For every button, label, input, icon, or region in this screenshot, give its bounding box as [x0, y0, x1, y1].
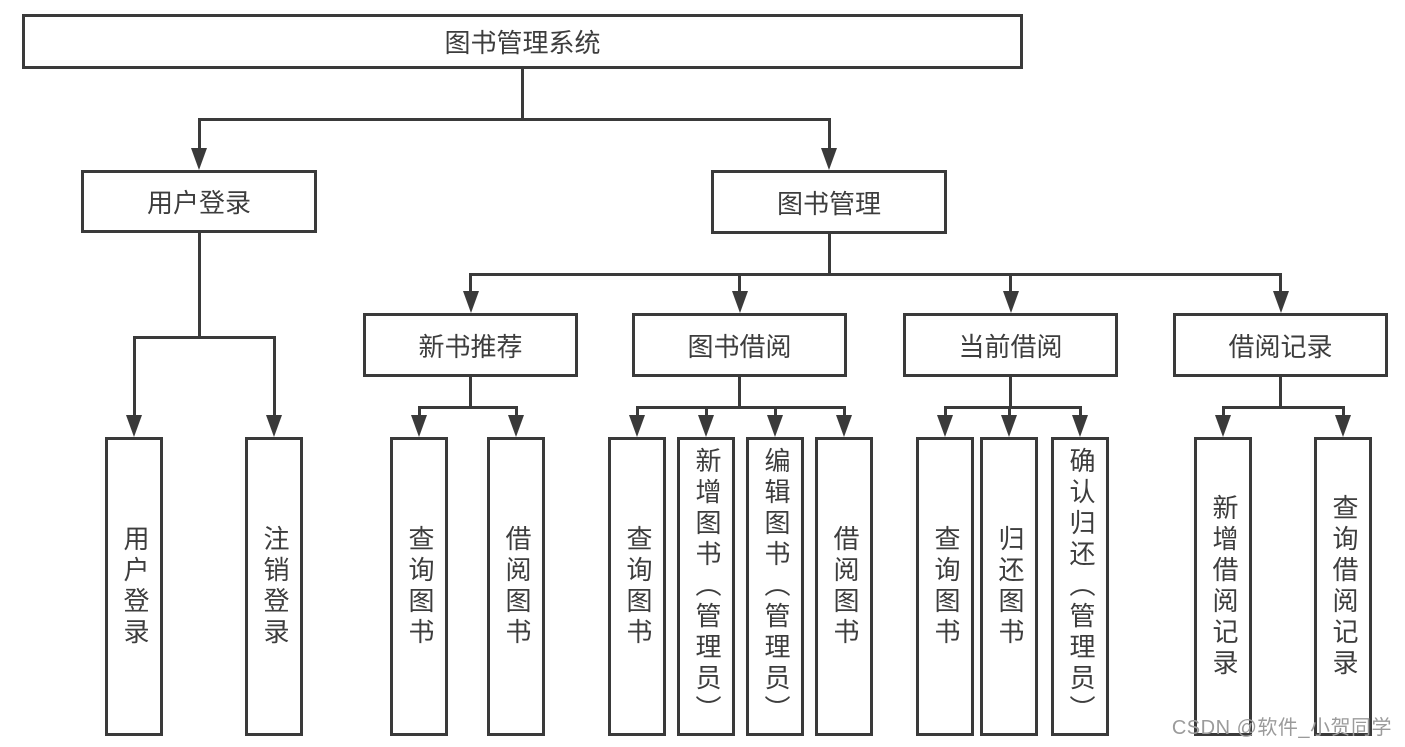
- node-leaf-return: 归还图书: [980, 437, 1038, 736]
- arrowhead-down-icon-records: [1272, 291, 1289, 313]
- node-leaf-confirm: 确认归还（管理员）: [1051, 437, 1109, 736]
- arrowhead-down-icon-leaf-query-3: [937, 415, 953, 437]
- connector-drop-leaf-query-3: [943, 406, 947, 417]
- arrowhead-down-icon-leaf-query-rec: [1335, 415, 1351, 437]
- arrowhead-down-icon-borrow: [731, 291, 748, 313]
- arrowhead-down-icon-mgmt: [821, 148, 837, 170]
- connector-drop-leaf-query-rec: [1341, 406, 1345, 417]
- connector-drop-login: [197, 118, 201, 150]
- node-leaf-add-book: 新增图书（管理员）: [677, 437, 735, 736]
- node-leaf-query-1: 查询图书: [390, 437, 448, 736]
- arrowhead-down-icon-current: [1002, 291, 1019, 313]
- node-label: 用户登录: [119, 524, 150, 649]
- node-leaf-query-rec: 查询借阅记录: [1314, 437, 1372, 736]
- arrowhead-down-icon-login: [191, 148, 207, 170]
- node-label: 查询图书: [930, 524, 961, 649]
- node-leaf-user-login: 用户登录: [105, 437, 163, 736]
- connector-branch-mgmt: [469, 273, 1282, 276]
- node-label: 查询图书: [404, 524, 435, 649]
- connector-stem-login: [197, 231, 201, 339]
- arrowhead-down-icon-leaf-borrow-1: [508, 415, 524, 437]
- node-leaf-borrow-1: 借阅图书: [487, 437, 545, 736]
- connector-stem-current: [1009, 375, 1012, 409]
- arrowhead-down-icon-newbook: [462, 291, 479, 313]
- node-label: 新书推荐: [418, 331, 523, 362]
- connector-drop-leaf-query-1: [417, 406, 421, 417]
- node-login: 用户登录: [81, 170, 317, 233]
- node-leaf-borrow-2: 借阅图书: [815, 437, 873, 736]
- connector-drop-leaf-add-rec: [1221, 406, 1225, 417]
- node-label: 图书管理系统: [444, 28, 601, 58]
- node-leaf-add-rec: 新增借阅记录: [1194, 437, 1252, 736]
- node-label: 编辑图书（管理员）: [760, 447, 791, 726]
- node-label: 查询图书: [622, 524, 653, 649]
- node-label: 注销登录: [259, 524, 290, 649]
- connector-drop-leaf-logout: [272, 336, 276, 417]
- node-label: 借阅图书: [501, 524, 532, 649]
- arrowhead-down-icon-leaf-add-book: [698, 415, 714, 437]
- node-root: 图书管理系统: [22, 14, 1023, 69]
- arrowhead-down-icon-leaf-edit-book: [767, 415, 783, 437]
- node-mgmt: 图书管理: [711, 170, 947, 234]
- arrowhead-down-icon-leaf-query-1: [411, 415, 427, 437]
- connector-drop-records: [1279, 273, 1282, 293]
- arrowhead-down-icon-leaf-borrow-2: [836, 415, 852, 437]
- connector-drop-leaf-borrow-1: [514, 406, 518, 417]
- connector-drop-leaf-edit-book: [773, 406, 777, 417]
- arrowhead-down-icon-leaf-query-2: [629, 415, 645, 437]
- connector-drop-newbook: [469, 273, 472, 293]
- connector-drop-leaf-query-2: [635, 406, 639, 417]
- node-leaf-logout: 注销登录: [245, 437, 303, 736]
- node-label: 查询借阅记录: [1328, 493, 1359, 680]
- node-leaf-edit-book: 编辑图书（管理员）: [746, 437, 804, 736]
- node-records: 借阅记录: [1173, 313, 1388, 377]
- connector-drop-leaf-confirm: [1078, 406, 1082, 417]
- connector-stem-newbook: [469, 375, 472, 409]
- connector-drop-current: [1009, 273, 1012, 293]
- node-label: 图书管理: [776, 188, 881, 219]
- node-label: 用户登录: [146, 188, 251, 218]
- arrowhead-down-icon-leaf-user-login: [126, 415, 142, 437]
- node-leaf-query-3: 查询图书: [916, 437, 974, 736]
- node-label: 新增借阅记录: [1208, 493, 1239, 680]
- connector-stem-mgmt: [827, 232, 831, 276]
- arrowhead-down-icon-leaf-logout: [266, 415, 282, 437]
- connector-branch-newbook: [417, 406, 518, 409]
- node-label: 当前借阅: [958, 331, 1063, 362]
- connector-drop-borrow: [738, 273, 741, 293]
- connector-branch-records: [1221, 406, 1345, 409]
- connector-branch-login: [132, 336, 276, 339]
- node-borrow: 图书借阅: [632, 313, 847, 377]
- connector-drop-leaf-return: [1007, 406, 1011, 417]
- connector-branch-current: [943, 406, 1082, 409]
- connector-drop-mgmt: [827, 118, 831, 150]
- node-leaf-query-2: 查询图书: [608, 437, 666, 736]
- connector-branch-root: [197, 118, 831, 121]
- node-label: 图书借阅: [687, 331, 792, 362]
- node-newbook: 新书推荐: [363, 313, 578, 377]
- connector-stem-root: [521, 67, 524, 121]
- arrowhead-down-icon-leaf-add-rec: [1215, 415, 1231, 437]
- connector-branch-borrow: [635, 406, 846, 409]
- connector-stem-records: [1279, 375, 1282, 409]
- arrowhead-down-icon-leaf-confirm: [1072, 415, 1088, 437]
- node-label: 归还图书: [994, 524, 1025, 649]
- node-current: 当前借阅: [903, 313, 1118, 377]
- arrowhead-down-icon-leaf-return: [1001, 415, 1017, 437]
- connector-drop-leaf-user-login: [132, 336, 136, 417]
- watermark: CSDN @软件_小贺同学: [1171, 717, 1392, 739]
- node-label: 借阅记录: [1228, 331, 1333, 362]
- node-label: 新增图书（管理员）: [691, 447, 722, 726]
- connector-drop-leaf-add-book: [704, 406, 708, 417]
- node-label: 借阅图书: [829, 524, 860, 649]
- connector-drop-leaf-borrow-2: [842, 406, 846, 417]
- connector-stem-borrow: [738, 375, 741, 409]
- node-label: 确认归还（管理员）: [1065, 447, 1096, 726]
